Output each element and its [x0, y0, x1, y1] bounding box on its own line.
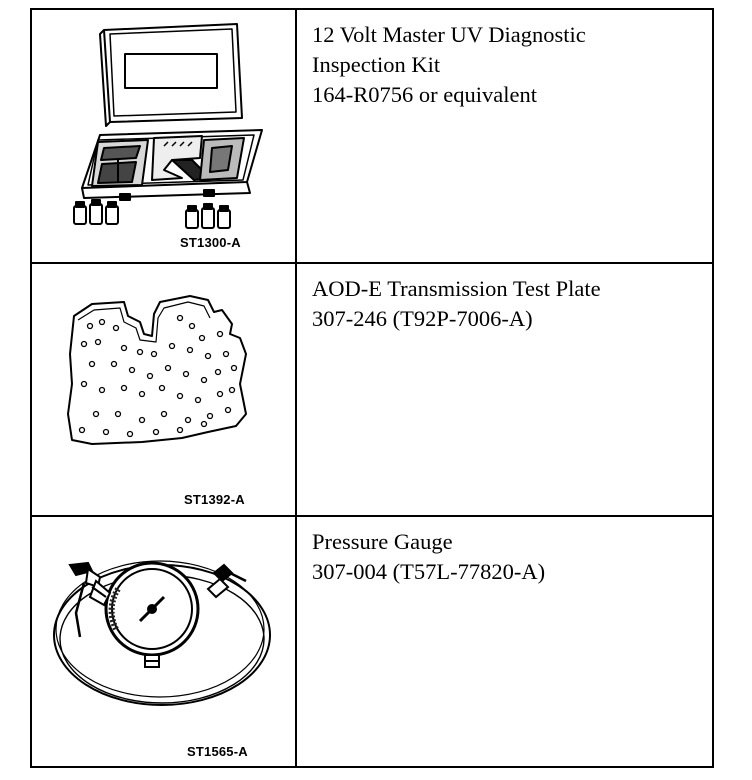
part-number-line: 307-004 (T57L-77820-A) — [312, 559, 546, 584]
part-number-line: 164-R0756 or equivalent — [312, 82, 537, 107]
figure-code: ST1565-A — [187, 744, 248, 759]
tool-table: ST1300-A 12 Volt Master UV Diagnostic In… — [30, 8, 714, 768]
description-cell: AOD-E Transmission Test Plate 307-246 (T… — [297, 264, 712, 515]
description-cell: Pressure Gauge 307-004 (T57L-77820-A) — [297, 517, 712, 766]
figure-cell: ST1300-A — [32, 10, 297, 262]
test-plate-illustration — [67, 295, 247, 445]
figure-cell: ST1392-A — [32, 264, 297, 515]
table-row: ST1392-A AOD-E Transmission Test Plate 3… — [32, 264, 712, 517]
tool-name-line: 12 Volt Master UV Diagnostic — [312, 22, 586, 47]
figure-cell: ST1565-A — [32, 517, 297, 766]
figure-code: ST1300-A — [180, 235, 241, 250]
table-row: ST1565-A Pressure Gauge 307-004 (T57L-77… — [32, 517, 712, 766]
uv-diagnostic-kit-illustration — [73, 23, 263, 229]
figure-code: ST1392-A — [184, 492, 245, 507]
description-cell: 12 Volt Master UV Diagnostic Inspection … — [297, 10, 712, 262]
tool-name-line: Inspection Kit — [312, 52, 441, 77]
table-row: ST1300-A 12 Volt Master UV Diagnostic In… — [32, 10, 712, 264]
pressure-gauge-illustration — [53, 560, 271, 706]
tool-name-line: AOD-E Transmission Test Plate — [312, 276, 601, 301]
part-number-line: 307-246 (T92P-7006-A) — [312, 306, 533, 331]
tool-name-line: Pressure Gauge — [312, 529, 453, 554]
